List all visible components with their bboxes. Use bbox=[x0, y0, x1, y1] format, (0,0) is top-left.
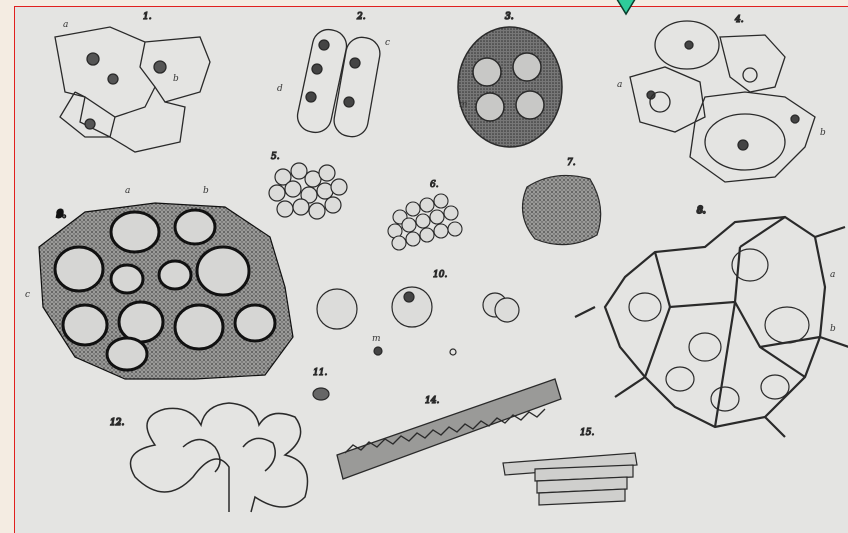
letter-label: b bbox=[173, 74, 179, 84]
figure-number: 11. bbox=[313, 368, 327, 378]
letter-label: a bbox=[63, 20, 68, 30]
plate-illustration: 1. 2. bbox=[15, 7, 848, 533]
figure-6: 6. bbox=[388, 180, 462, 250]
figure-number: 15. bbox=[580, 428, 594, 438]
letter-label: c bbox=[25, 290, 30, 300]
letter-label: b bbox=[820, 128, 826, 138]
letter-label: a bbox=[830, 270, 835, 280]
letter-label: a bbox=[125, 186, 130, 196]
scientific-plate: 1. 2. bbox=[14, 6, 848, 533]
figure-11: 11. bbox=[313, 368, 329, 400]
figure-2: 2. bbox=[295, 12, 383, 139]
figure-number: 10. bbox=[433, 270, 447, 280]
letter-label: d bbox=[277, 84, 283, 94]
figure-number: 8. bbox=[697, 206, 706, 216]
figure-8: 8. bbox=[575, 206, 848, 437]
figure-number: 14. bbox=[425, 396, 439, 406]
figure-5: 5. bbox=[269, 152, 347, 219]
figure-number: 3. bbox=[505, 12, 514, 22]
figure-3: 3. bbox=[458, 12, 562, 147]
figure-number: 9. bbox=[57, 210, 66, 220]
figure-number: 12. bbox=[110, 418, 124, 428]
figure-number: 7. bbox=[567, 158, 576, 168]
location-marker-icon[interactable] bbox=[611, 0, 641, 16]
letter-label: b bbox=[203, 186, 209, 196]
letter-label: a bbox=[617, 80, 622, 90]
letter-label: m bbox=[372, 334, 381, 344]
figure-number: 5. bbox=[271, 152, 280, 162]
letter-label: m bbox=[459, 100, 468, 110]
figure-7: 7. bbox=[523, 158, 601, 245]
figure-12: 12. bbox=[110, 403, 308, 512]
figure-10: 10. bbox=[317, 270, 519, 355]
figure-9: 9. bbox=[39, 203, 293, 379]
figure-number: 2. bbox=[356, 12, 366, 22]
figure-1: 1. bbox=[55, 12, 210, 152]
letter-label: c bbox=[385, 38, 390, 48]
figure-number: 4. bbox=[734, 15, 744, 25]
letter-label: b bbox=[830, 324, 836, 334]
figure-15: 15. bbox=[503, 428, 637, 505]
figure-4: 4. bbox=[630, 15, 815, 182]
figure-number: 1. bbox=[143, 12, 152, 22]
figure-number: 6. bbox=[430, 180, 439, 190]
